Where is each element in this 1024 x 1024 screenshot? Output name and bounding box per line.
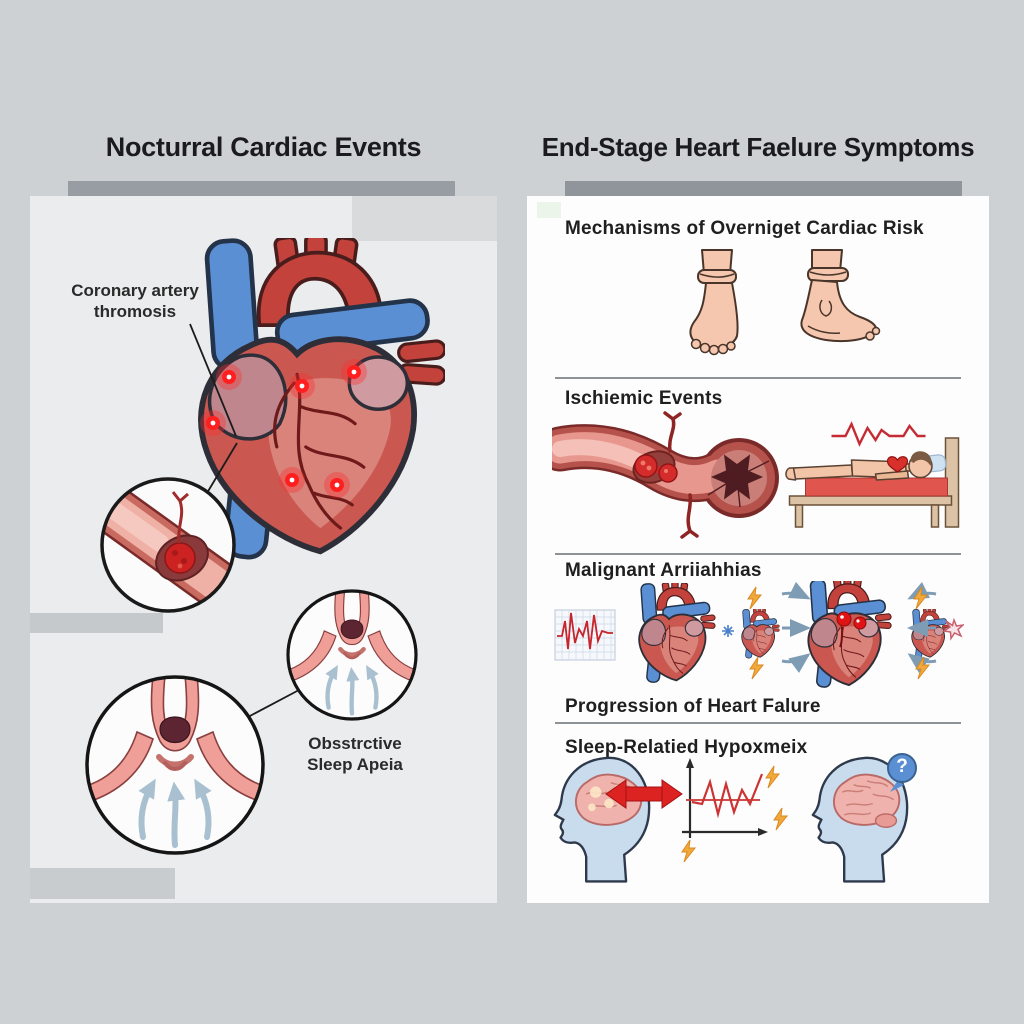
coronary-thrombus-inset	[100, 477, 236, 613]
heart-medium	[638, 583, 716, 684]
gray-block-bottom-left	[30, 868, 175, 899]
nocturnal-cardiac-illustration	[85, 196, 497, 855]
heart-large-center	[807, 581, 892, 689]
section-divider-1	[555, 377, 961, 379]
question-mark: ?	[896, 756, 908, 777]
osa-label-line1: Obsstrctive	[308, 734, 402, 753]
section-heading-ischemic: Ischiemic Events	[565, 388, 723, 409]
airway-inset-large	[85, 675, 265, 855]
head-profile-left	[553, 756, 651, 883]
heart-on-chest-icon	[886, 456, 909, 473]
pointer-lines	[189, 323, 300, 718]
right-panel: Mechanisms of Overniget Cardiac Risk	[527, 196, 989, 903]
patient-in-bed-illustration	[785, 421, 960, 528]
coronary-label-line2: thromosis	[93, 302, 177, 322]
left-title-underline-bar	[68, 181, 455, 196]
spark-icon-right	[941, 617, 964, 641]
patient-body	[785, 453, 933, 481]
osa-label-line2: Sleep Apeia	[307, 755, 403, 775]
render-artifact	[537, 202, 561, 218]
vessel-branches	[663, 411, 699, 539]
oxygen-level-chart	[682, 758, 768, 838]
red-double-arrow	[605, 779, 683, 809]
center-heart-clots	[836, 611, 867, 648]
head-profile-right	[811, 756, 909, 883]
right-panel-title: End-Stage Heart Faelure Symptoms	[541, 132, 975, 162]
bed-frame	[788, 437, 960, 528]
coronary-thrombosis-label: Coronary artery thromosis	[60, 280, 210, 323]
spark-icon-left	[722, 625, 734, 637]
gray-strip-mid-left	[30, 613, 163, 633]
section-heading-progression: Progression of Heart Falure	[565, 696, 821, 717]
airway-inset-small	[286, 589, 418, 721]
question-bubble	[887, 753, 917, 792]
left-panel: Coronary artery thromosis Obsstrctive Sl…	[30, 196, 497, 903]
left-panel-title: Nocturral Cardiac Events	[105, 132, 422, 162]
section-divider-2	[555, 553, 961, 555]
section-heading-mechanisms: Mechanisms of Overniget Cardiac Risk	[565, 218, 924, 239]
ecg-paper	[554, 609, 616, 661]
lightning-bolt-icons	[681, 765, 789, 863]
lightning-bolt-icons	[747, 586, 931, 680]
hair	[910, 451, 932, 466]
coronary-label-line1: Coronary artery	[71, 281, 199, 300]
section-heading-arrhythmias: Malignant Arriiahhias	[565, 560, 762, 581]
heart-anatomy-illustration	[201, 235, 446, 559]
hypoxemia-illustration	[553, 753, 917, 883]
heart-small-left	[741, 609, 780, 659]
thrombosis-glow-dots	[200, 359, 367, 498]
section-heading-hypoxemia: Sleep-Relatied Hypoxmeix	[565, 737, 808, 758]
sleep-apnea-label: Obsstrctive Sleep Apeia	[282, 733, 428, 776]
swollen-feet-illustration	[689, 249, 881, 356]
heart-small-right	[911, 609, 950, 659]
gray-notch-top-right	[352, 196, 497, 241]
artery-thrombus-illustration	[552, 411, 779, 539]
section-divider-3	[555, 722, 961, 724]
right-title-underline-bar	[565, 181, 962, 196]
ecg-line	[831, 421, 926, 447]
arrhythmia-hearts-illustration	[554, 581, 964, 689]
